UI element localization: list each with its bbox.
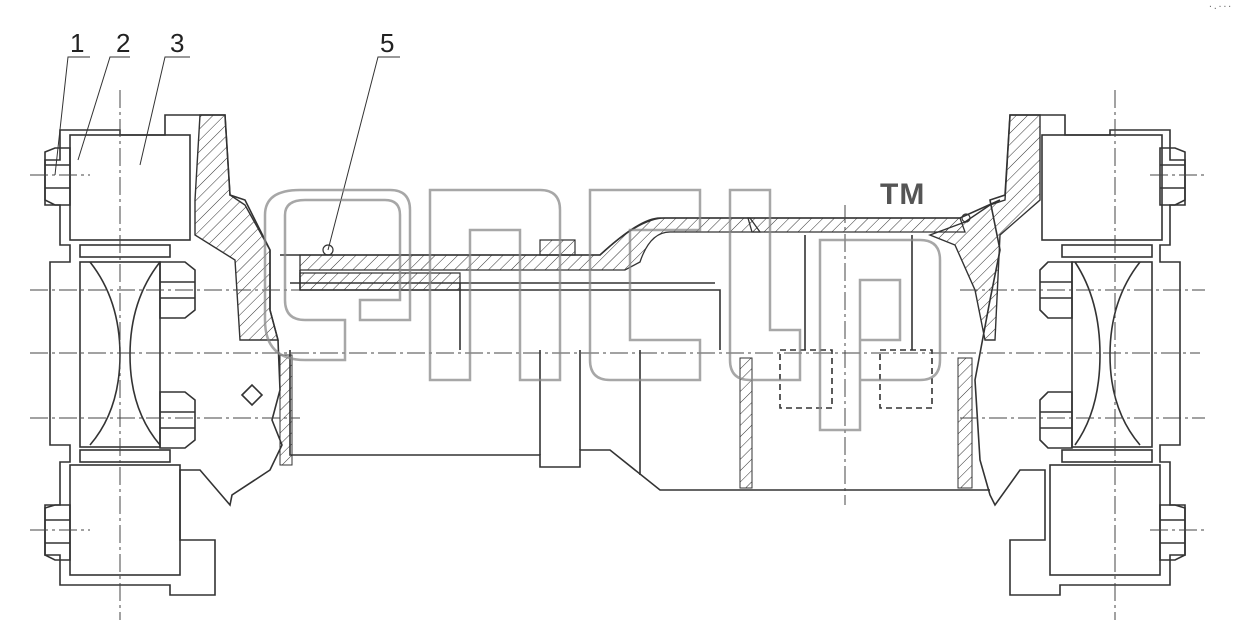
shaft-core-section <box>299 272 461 291</box>
knurled-bands <box>279 354 973 489</box>
right-yoke-assembly <box>974 114 1186 596</box>
callout-1: 1 <box>70 28 85 58</box>
grease-fitting <box>322 244 334 256</box>
welded-tube-section <box>747 217 966 233</box>
callout-3: 3 <box>170 28 185 58</box>
leader-lines <box>54 56 400 251</box>
centerlines <box>30 90 1205 620</box>
spline-sleeve-section <box>299 217 762 271</box>
grease-fitting-right <box>961 213 971 223</box>
left-flange-section <box>194 114 279 341</box>
callout-2: 2 <box>116 28 131 58</box>
left-yoke-assembly <box>44 114 283 596</box>
watermark-logo <box>263 188 942 432</box>
trademark-label: TM <box>880 178 926 211</box>
weld-seam <box>539 239 576 256</box>
callout-5: 5 <box>380 28 395 58</box>
corner-mark: ·.··· <box>1208 2 1233 11</box>
